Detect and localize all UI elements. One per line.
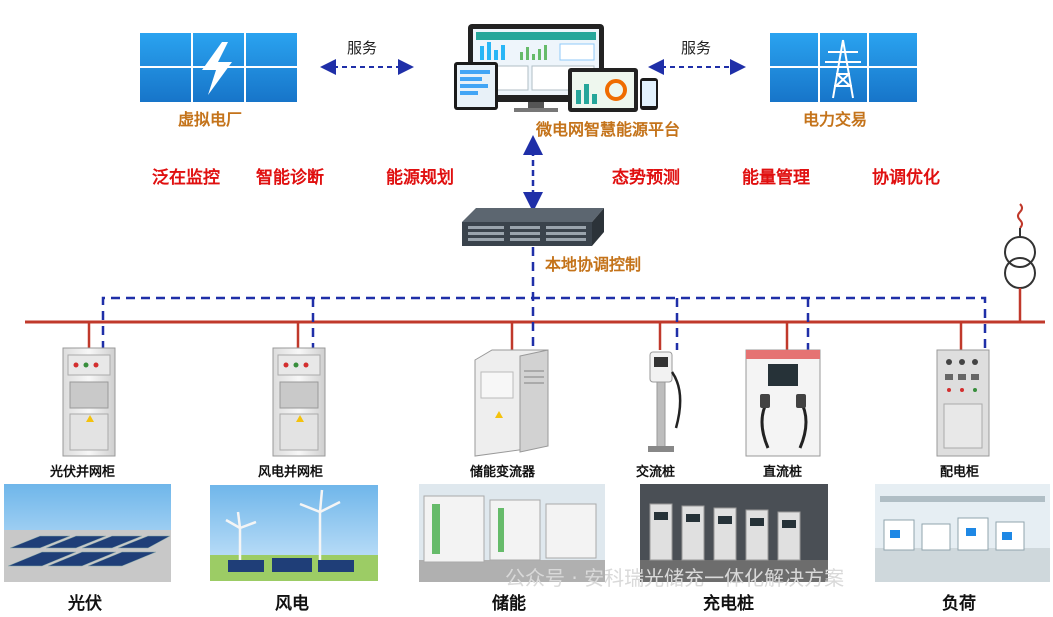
pv-photo: [4, 484, 171, 582]
service-label-left: 服务: [347, 39, 378, 57]
storage-converter-icon: [474, 349, 549, 457]
comm-network: [101, 247, 987, 350]
source-label-load: 负荷: [942, 594, 976, 614]
controller-label: 本地协调控制: [545, 255, 642, 274]
platform-screens-icon: [454, 24, 658, 112]
function-optimization: 协调优化: [872, 168, 940, 188]
device-label-wind-cabinet: 风电并网柜: [258, 465, 324, 480]
pv-grid-cabinet-icon: [62, 347, 116, 457]
dc-charger-icon: [745, 349, 821, 457]
storage-photo: [419, 484, 605, 582]
device-label-dc-charger: 直流桩: [763, 465, 803, 480]
vpp-label: 虚拟电厂: [178, 110, 243, 129]
ac-charger-icon: [648, 351, 682, 452]
watermark: 公众号 · 安科瑞光储充一体化解决方案: [505, 566, 845, 590]
power-trading-icon: [770, 33, 917, 102]
function-planning: 能源规划: [386, 168, 454, 188]
device-label-pv-cabinet: 光伏并网柜: [50, 465, 116, 480]
function-monitoring: 泛在监控: [152, 168, 220, 188]
source-label-charger: 充电桩: [703, 594, 754, 614]
charger-photo: [640, 484, 828, 582]
transformer-icon: [1004, 203, 1036, 322]
function-energy-management: 能量管理: [742, 168, 810, 188]
bus-drops: [87, 322, 963, 350]
source-label-wind: 风电: [275, 594, 309, 614]
device-label-converter: 储能变流器: [470, 465, 536, 480]
source-label-pv: 光伏: [68, 594, 102, 614]
load-photo: [875, 484, 1050, 582]
distribution-cabinet-icon: [936, 349, 990, 457]
wind-grid-cabinet-icon: [272, 347, 326, 457]
function-forecast: 态势预测: [612, 168, 680, 188]
function-diagnosis: 智能诊断: [256, 168, 324, 188]
wind-photo: [210, 485, 378, 581]
device-label-distribution: 配电柜: [940, 465, 980, 480]
platform-label: 微电网智慧能源平台: [536, 120, 681, 139]
device-label-ac-charger: 交流桩: [636, 465, 676, 480]
trade-label: 电力交易: [803, 110, 868, 129]
source-label-storage: 储能: [492, 594, 526, 614]
virtual-power-plant-icon: [140, 33, 297, 102]
controller-rack-icon: [462, 208, 604, 246]
service-label-right: 服务: [681, 39, 712, 57]
